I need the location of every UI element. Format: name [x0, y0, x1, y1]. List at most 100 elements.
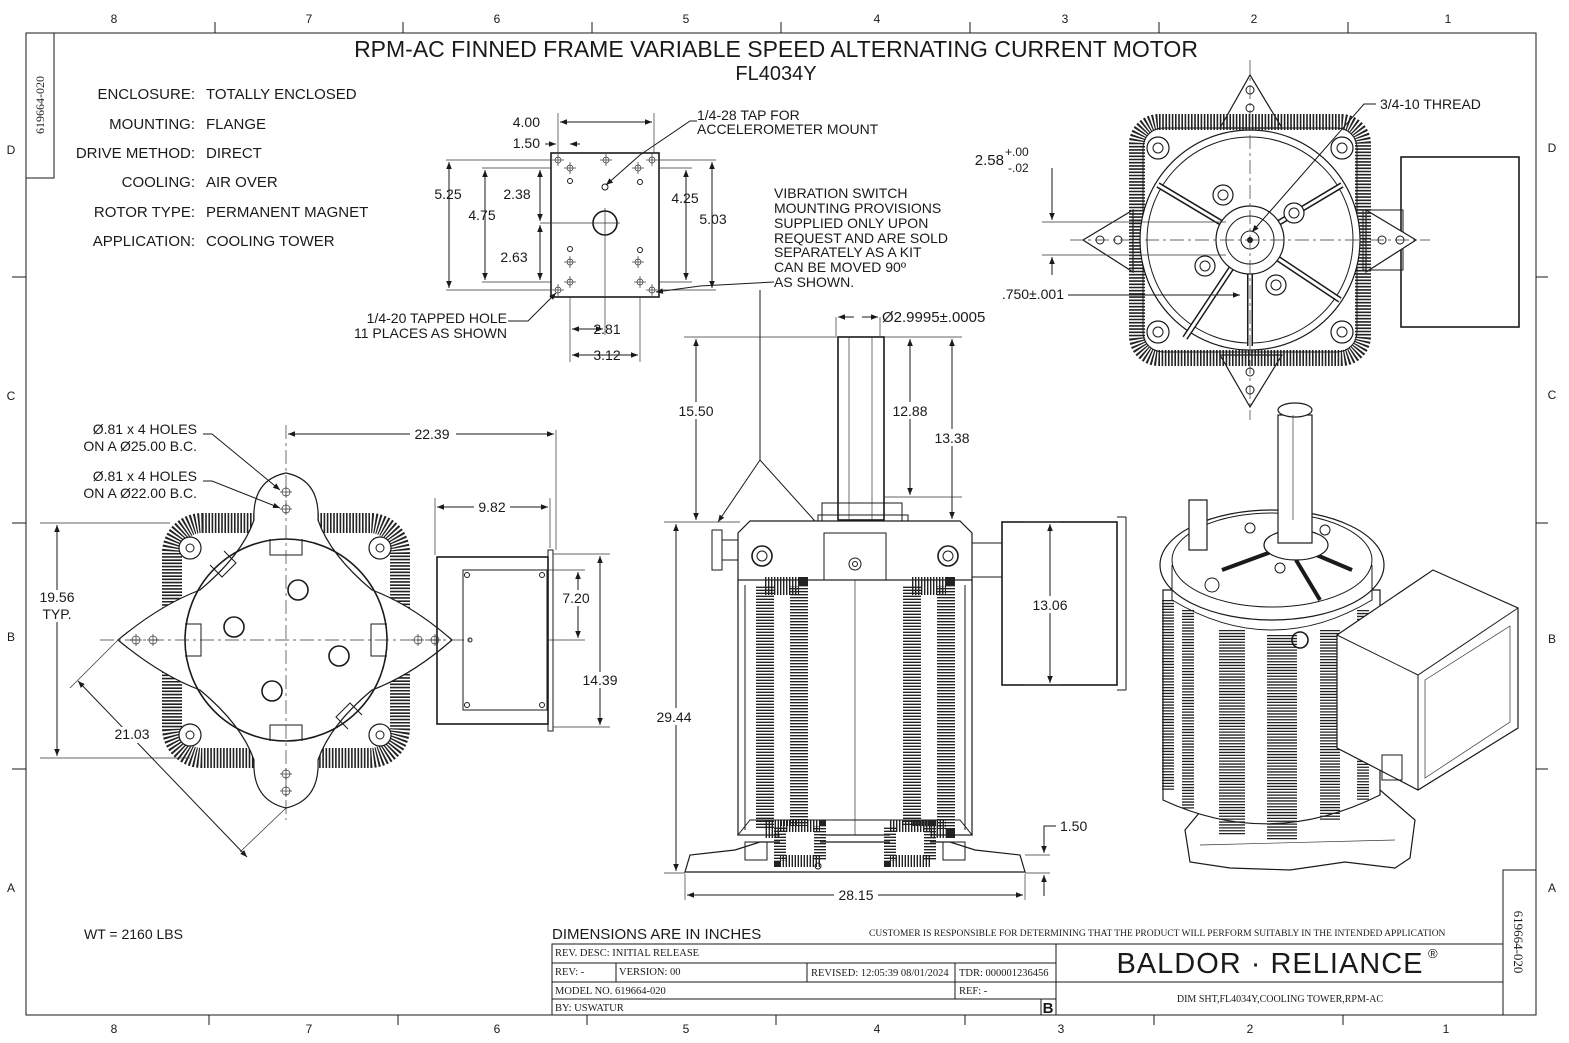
dim-3-12: 3.12 [593, 347, 620, 363]
spec-label-enclosure: ENCLOSURE: [97, 86, 195, 103]
dim-28-15: 28.15 [838, 887, 873, 903]
note-tapped-hole-1: 1/4-20 TAPPED HOLE [367, 310, 507, 326]
dim-2-38: 2.38 [503, 186, 530, 202]
side-elevation-labels: Ø2.9995±.0005 15.50 12.88 13.38 13.06 29… [653, 309, 1087, 904]
dim-4-00: 4.00 [513, 114, 540, 130]
zone-bottom-1: 1 [1443, 1022, 1450, 1036]
dim-5-25: 5.25 [434, 186, 461, 202]
zone-bottom-7: 7 [306, 1022, 313, 1036]
model-code: FL4034Y [735, 63, 816, 85]
customer-note: CUSTOMER IS RESPONSIBLE FOR DETERMINING … [869, 929, 1446, 939]
dim-typ: TYP. [42, 606, 71, 622]
dim-12-88: 12.88 [892, 403, 927, 419]
mounting-plate-labels: 4.00 1.50 5.25 2.38 4.75 2.63 4.25 5.03 … [354, 107, 879, 363]
dim-9-82: 9.82 [478, 499, 505, 515]
zone-right-a: A [1548, 881, 1556, 895]
vib-note-line-6: CAN BE MOVED 90º [774, 259, 906, 275]
dim-1-50-base: 1.50 [1060, 818, 1087, 834]
dim-2-58-tol-plus: +.00 [1005, 145, 1029, 159]
brand-name: BALDOR · RELIANCE [1116, 948, 1423, 980]
sheet-number-right: 619664-020 [1511, 911, 1526, 974]
note-holes-b-1: Ø.81 x 4 HOLES [93, 468, 197, 484]
terminal-box-front-labels: 9.82 7.20 14.39 [474, 499, 620, 688]
side-elevation [664, 314, 1127, 900]
zone-top-8: 8 [111, 12, 118, 26]
dim-15-50: 15.50 [678, 403, 713, 419]
zone-top-2: 2 [1251, 12, 1258, 26]
title-block: DIMENSIONS ARE IN INCHES CUSTOMER IS RES… [551, 926, 1504, 1017]
zone-right-b: B [1548, 632, 1556, 646]
zone-bottom-4: 4 [874, 1022, 881, 1036]
drawing-title: RPM-AC FINNED FRAME VARIABLE SPEED ALTER… [354, 36, 1198, 62]
isometric-view [1159, 402, 1519, 871]
dim-4-75: 4.75 [468, 207, 495, 223]
zone-top-6: 6 [494, 12, 501, 26]
flange-top-view-labels: Ø.81 x 4 HOLES ON A Ø25.00 B.C. Ø.81 x 4… [36, 421, 456, 743]
dim-2-81: 2.81 [593, 321, 620, 337]
zone-bottom-5: 5 [683, 1022, 690, 1036]
vib-note-line-2: MOUNTING PROVISIONS [774, 200, 941, 216]
dim-13-38: 13.38 [934, 430, 969, 446]
zone-top-4: 4 [874, 12, 881, 26]
by-field: BY: USWATUR [555, 1003, 624, 1014]
note-holes-a-2: ON A Ø25.00 B.C. [83, 438, 197, 454]
mounting-plate-detail [446, 113, 775, 362]
dim-2-58: 2.58 [975, 152, 1004, 169]
rev-field: REV: - [555, 967, 585, 978]
spec-label-application: APPLICATION: [93, 233, 195, 250]
model-no-field: MODEL NO. 619664-020 [555, 986, 666, 997]
tdr-field: TDR: 000001236456 [959, 968, 1049, 979]
zone-bottom-3: 3 [1058, 1022, 1065, 1036]
spec-label-rotor: ROTOR TYPE: [94, 204, 195, 221]
dim-5-03: 5.03 [699, 211, 726, 227]
dim-2-63: 2.63 [500, 249, 527, 265]
note-tap-2: ACCELEROMETER MOUNT [697, 121, 879, 137]
units-note: DIMENSIONS ARE IN INCHES [552, 926, 761, 943]
zone-top-1: 1 [1445, 12, 1452, 26]
spec-value-application: COOLING TOWER [206, 233, 335, 250]
vib-note-line-5: SEPARATELY AS A KIT [774, 244, 922, 260]
note-tap-1: 1/4-28 TAP FOR [697, 107, 800, 123]
zone-top-5: 5 [683, 12, 690, 26]
zone-bottom-2: 2 [1247, 1022, 1254, 1036]
dim-750: .750±.001 [1002, 286, 1064, 302]
note-tapped-hole-2: 11 PLACES AS SHOWN [354, 325, 507, 341]
spec-label-drive: DRIVE METHOD: [76, 145, 195, 162]
dim-1-50: 1.50 [513, 135, 540, 151]
spec-label-cooling: COOLING: [122, 174, 195, 191]
spec-value-cooling: AIR OVER [206, 174, 278, 191]
zone-right-d: D [1548, 141, 1557, 155]
dim-2-58-tol-minus: -.02 [1008, 161, 1029, 175]
ref-field: REF: - [959, 986, 988, 997]
vib-note-line-7: AS SHOWN. [774, 274, 854, 290]
zone-top-7: 7 [306, 12, 313, 26]
version-field: VERSION: 00 [619, 967, 681, 978]
rev-desc: REV. DESC: INITIAL RELEASE [555, 948, 699, 959]
dim-shaft-diameter: Ø2.9995±.0005 [882, 309, 985, 326]
vib-note-line-3: SUPPLIED ONLY UPON [774, 215, 928, 231]
dim-22-39: 22.39 [414, 426, 449, 442]
end-view-top-labels: 3/4-10 THREAD 2.58 +.00 -.02 .750±.001 [975, 96, 1481, 302]
spec-value-enclosure: TOTALLY ENCLOSED [206, 86, 357, 103]
sheet-number-left: 619664-020 [33, 76, 47, 134]
zone-left-c: C [7, 389, 16, 403]
zone-labels: 8 7 6 5 4 3 2 1 8 7 6 5 4 3 2 1 D C B A … [7, 12, 1557, 1036]
dim-29-44: 29.44 [656, 709, 691, 725]
weight-note: WT = 2160 LBS [84, 926, 183, 942]
vib-note-line-4: REQUEST AND ARE SOLD [774, 230, 948, 246]
note-thread: 3/4-10 THREAD [1380, 96, 1481, 112]
vib-note-line-1: VIBRATION SWITCH [774, 185, 908, 201]
note-holes-b-2: ON A Ø22.00 B.C. [83, 485, 197, 501]
spec-list: ENCLOSURE: TOTALLY ENCLOSED MOUNTING: FL… [76, 86, 368, 250]
dim-21-03: 21.03 [114, 726, 149, 742]
spec-label-mounting: MOUNTING: [109, 116, 195, 133]
zone-right-c: C [1548, 388, 1557, 402]
dim-14-39: 14.39 [582, 672, 617, 688]
zone-top-3: 3 [1062, 12, 1069, 26]
dim-4-25: 4.25 [671, 190, 698, 206]
vibration-note: VIBRATION SWITCH MOUNTING PROVISIONS SUP… [717, 185, 948, 531]
spec-value-rotor: PERMANENT MAGNET [206, 204, 368, 221]
dim-19-56: 19.56 [39, 589, 74, 605]
brand-registered: ® [1428, 946, 1438, 961]
